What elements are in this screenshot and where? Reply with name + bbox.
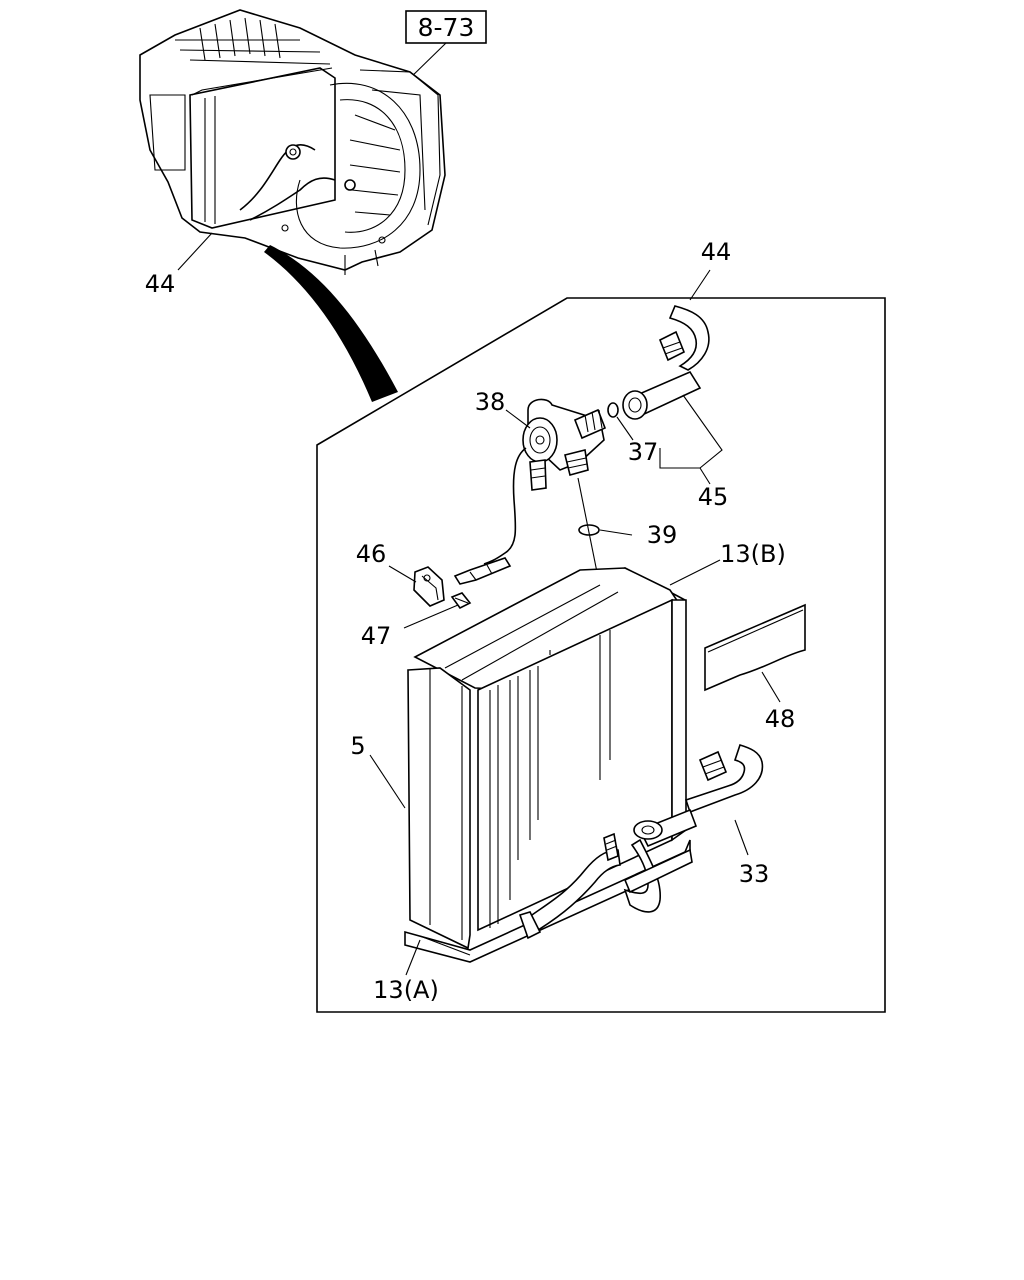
detail-pointer-arrow: [264, 245, 398, 402]
leader-13b: [669, 559, 721, 586]
reference-box[interactable]: 8-73: [405, 10, 487, 44]
label-5: 5: [350, 732, 365, 760]
leader-45: [659, 394, 723, 485]
label-detail-44: 44: [701, 238, 732, 266]
label-45: 45: [698, 483, 729, 511]
leader-37: [616, 416, 634, 441]
leader-38: [505, 409, 531, 429]
clip-46: [413, 566, 445, 607]
leader-39: [599, 529, 633, 536]
heater-unit-assembly: [139, 9, 446, 275]
leader-46: [388, 565, 417, 583]
leader-33: [734, 819, 749, 856]
label-38: 38: [475, 388, 506, 416]
leader-detail-44: [689, 269, 711, 301]
sensing-bulb: [453, 557, 512, 585]
o-ring-37: [607, 402, 619, 418]
label-assembly-44: 44: [145, 270, 176, 298]
label-47: 47: [361, 622, 392, 650]
leader-5: [369, 754, 406, 809]
label-37: 37: [628, 438, 659, 466]
label-48: 48: [765, 705, 796, 733]
leader-47: [403, 604, 459, 629]
expansion-valve: [522, 398, 607, 491]
reference-box-label: 8-73: [418, 13, 475, 42]
label-13b: 13(B): [720, 540, 786, 568]
label-33: 33: [739, 860, 770, 888]
label-39: 39: [647, 521, 678, 549]
screw-47: [450, 592, 472, 610]
capillary-tube: [483, 447, 527, 565]
leader-13a: [405, 939, 421, 976]
pipe-45: [622, 305, 710, 420]
detail-view-frame: [316, 297, 886, 1013]
leader-48: [761, 671, 781, 703]
pad-48: [704, 603, 806, 692]
label-46: 46: [356, 540, 387, 568]
leader-assembly-44: [177, 232, 213, 271]
label-13a: 13(A): [373, 976, 439, 1004]
pipe-33: [518, 744, 764, 940]
